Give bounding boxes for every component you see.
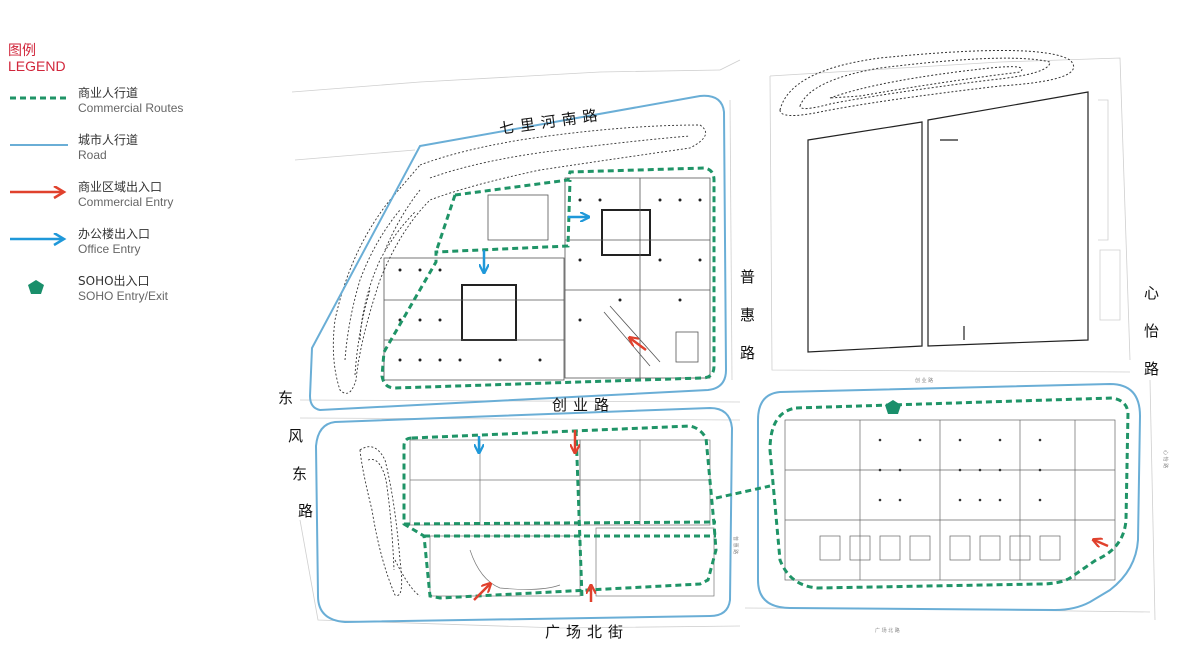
road-char: 东 [278, 389, 293, 407]
legend-item-commercial-routes: 商业人行道 Commercial Routes [8, 86, 248, 139]
road-char: 普 [740, 268, 755, 286]
legend-cn: SOHO出入口 [78, 274, 150, 288]
southeast-block-columns [878, 438, 1042, 502]
legend-cn: 商业区域出入口 [78, 180, 163, 194]
legend-item-commercial-entry: 商业区域出入口 Commercial Entry [8, 180, 248, 233]
faint-label-inner: 普 惠 路 [732, 536, 739, 554]
road-char: 路 [1144, 360, 1159, 378]
red-arrow-icon [10, 186, 67, 200]
road-char: 心 [1144, 284, 1159, 302]
solid-blue-line-icon [10, 144, 68, 146]
office-entry-arrows [479, 217, 588, 452]
commercial-entry-southwest-icon [473, 584, 490, 601]
road-label-east-inner: 普 惠 路 [740, 268, 755, 362]
upper-right-plots [807, 91, 1089, 353]
legend-en: SOHO Entry/Exit [78, 289, 169, 303]
commercial-routes [380, 166, 1130, 600]
road-char: 惠 [740, 306, 755, 324]
commercial-entry-north-icon [630, 338, 647, 351]
commercial-entry-southeast-icon [1094, 540, 1109, 546]
road-label-west: 东 风 东 路 [278, 389, 313, 520]
blue-arrow-icon [10, 233, 67, 247]
road-char: 怡 [1144, 322, 1159, 340]
faint-label-south: 广 场 北 路 [875, 627, 900, 634]
legend-item-soho-entry: SOHO出入口 SOHO Entry/Exit [8, 274, 248, 327]
legend: 图例 LEGEND 商业人行道 Commercial Routes 城市人行道 … [8, 42, 248, 327]
legend-en: Office Entry [78, 242, 141, 256]
faint-label-middle: 创 业 路 [915, 377, 933, 384]
legend-title-cn: 图例 [8, 42, 36, 58]
southeast-block-buildings [784, 419, 1116, 581]
road-label-east-outer: 心 怡 路 [1144, 284, 1159, 378]
legend-item-road: 城市人行道 Road [8, 133, 248, 186]
north-block-columns [398, 198, 702, 362]
legend-cn: 城市人行道 [78, 133, 139, 147]
green-pentagon-icon [28, 280, 44, 294]
road-char: 风 [288, 427, 303, 445]
road-outlines [308, 94, 1142, 624]
background-linework [291, 57, 1156, 629]
north-serpentine-track [332, 124, 707, 394]
legend-cn: 办公楼出入口 [78, 227, 151, 241]
soho-entry-icon [885, 400, 901, 414]
road-label-north: 七里河南路 [498, 106, 604, 138]
road-char: 东 [292, 465, 307, 483]
legend-cn: 商业人行道 [78, 86, 139, 100]
faint-label-east: 心 怡 路 [1162, 450, 1169, 468]
legend-en: Road [78, 148, 107, 162]
west-serpentine-track [359, 446, 421, 597]
legend-item-office-entry: 办公楼出入口 Office Entry [8, 227, 248, 280]
southwest-block-buildings [409, 439, 715, 597]
legend-en: Commercial Entry [78, 195, 174, 209]
legend-en: Commercial Routes [78, 101, 184, 115]
upper-right-oval-track [779, 50, 1075, 116]
road-label-south: 广场北街 [545, 623, 629, 641]
legend-title-en: LEGEND [8, 58, 66, 74]
road-label-middle: 创业路 [552, 396, 615, 414]
north-block-buildings [383, 177, 711, 381]
road-char: 路 [298, 502, 313, 520]
commercial-entry-arrows [473, 338, 1109, 602]
road-char: 路 [740, 344, 755, 362]
